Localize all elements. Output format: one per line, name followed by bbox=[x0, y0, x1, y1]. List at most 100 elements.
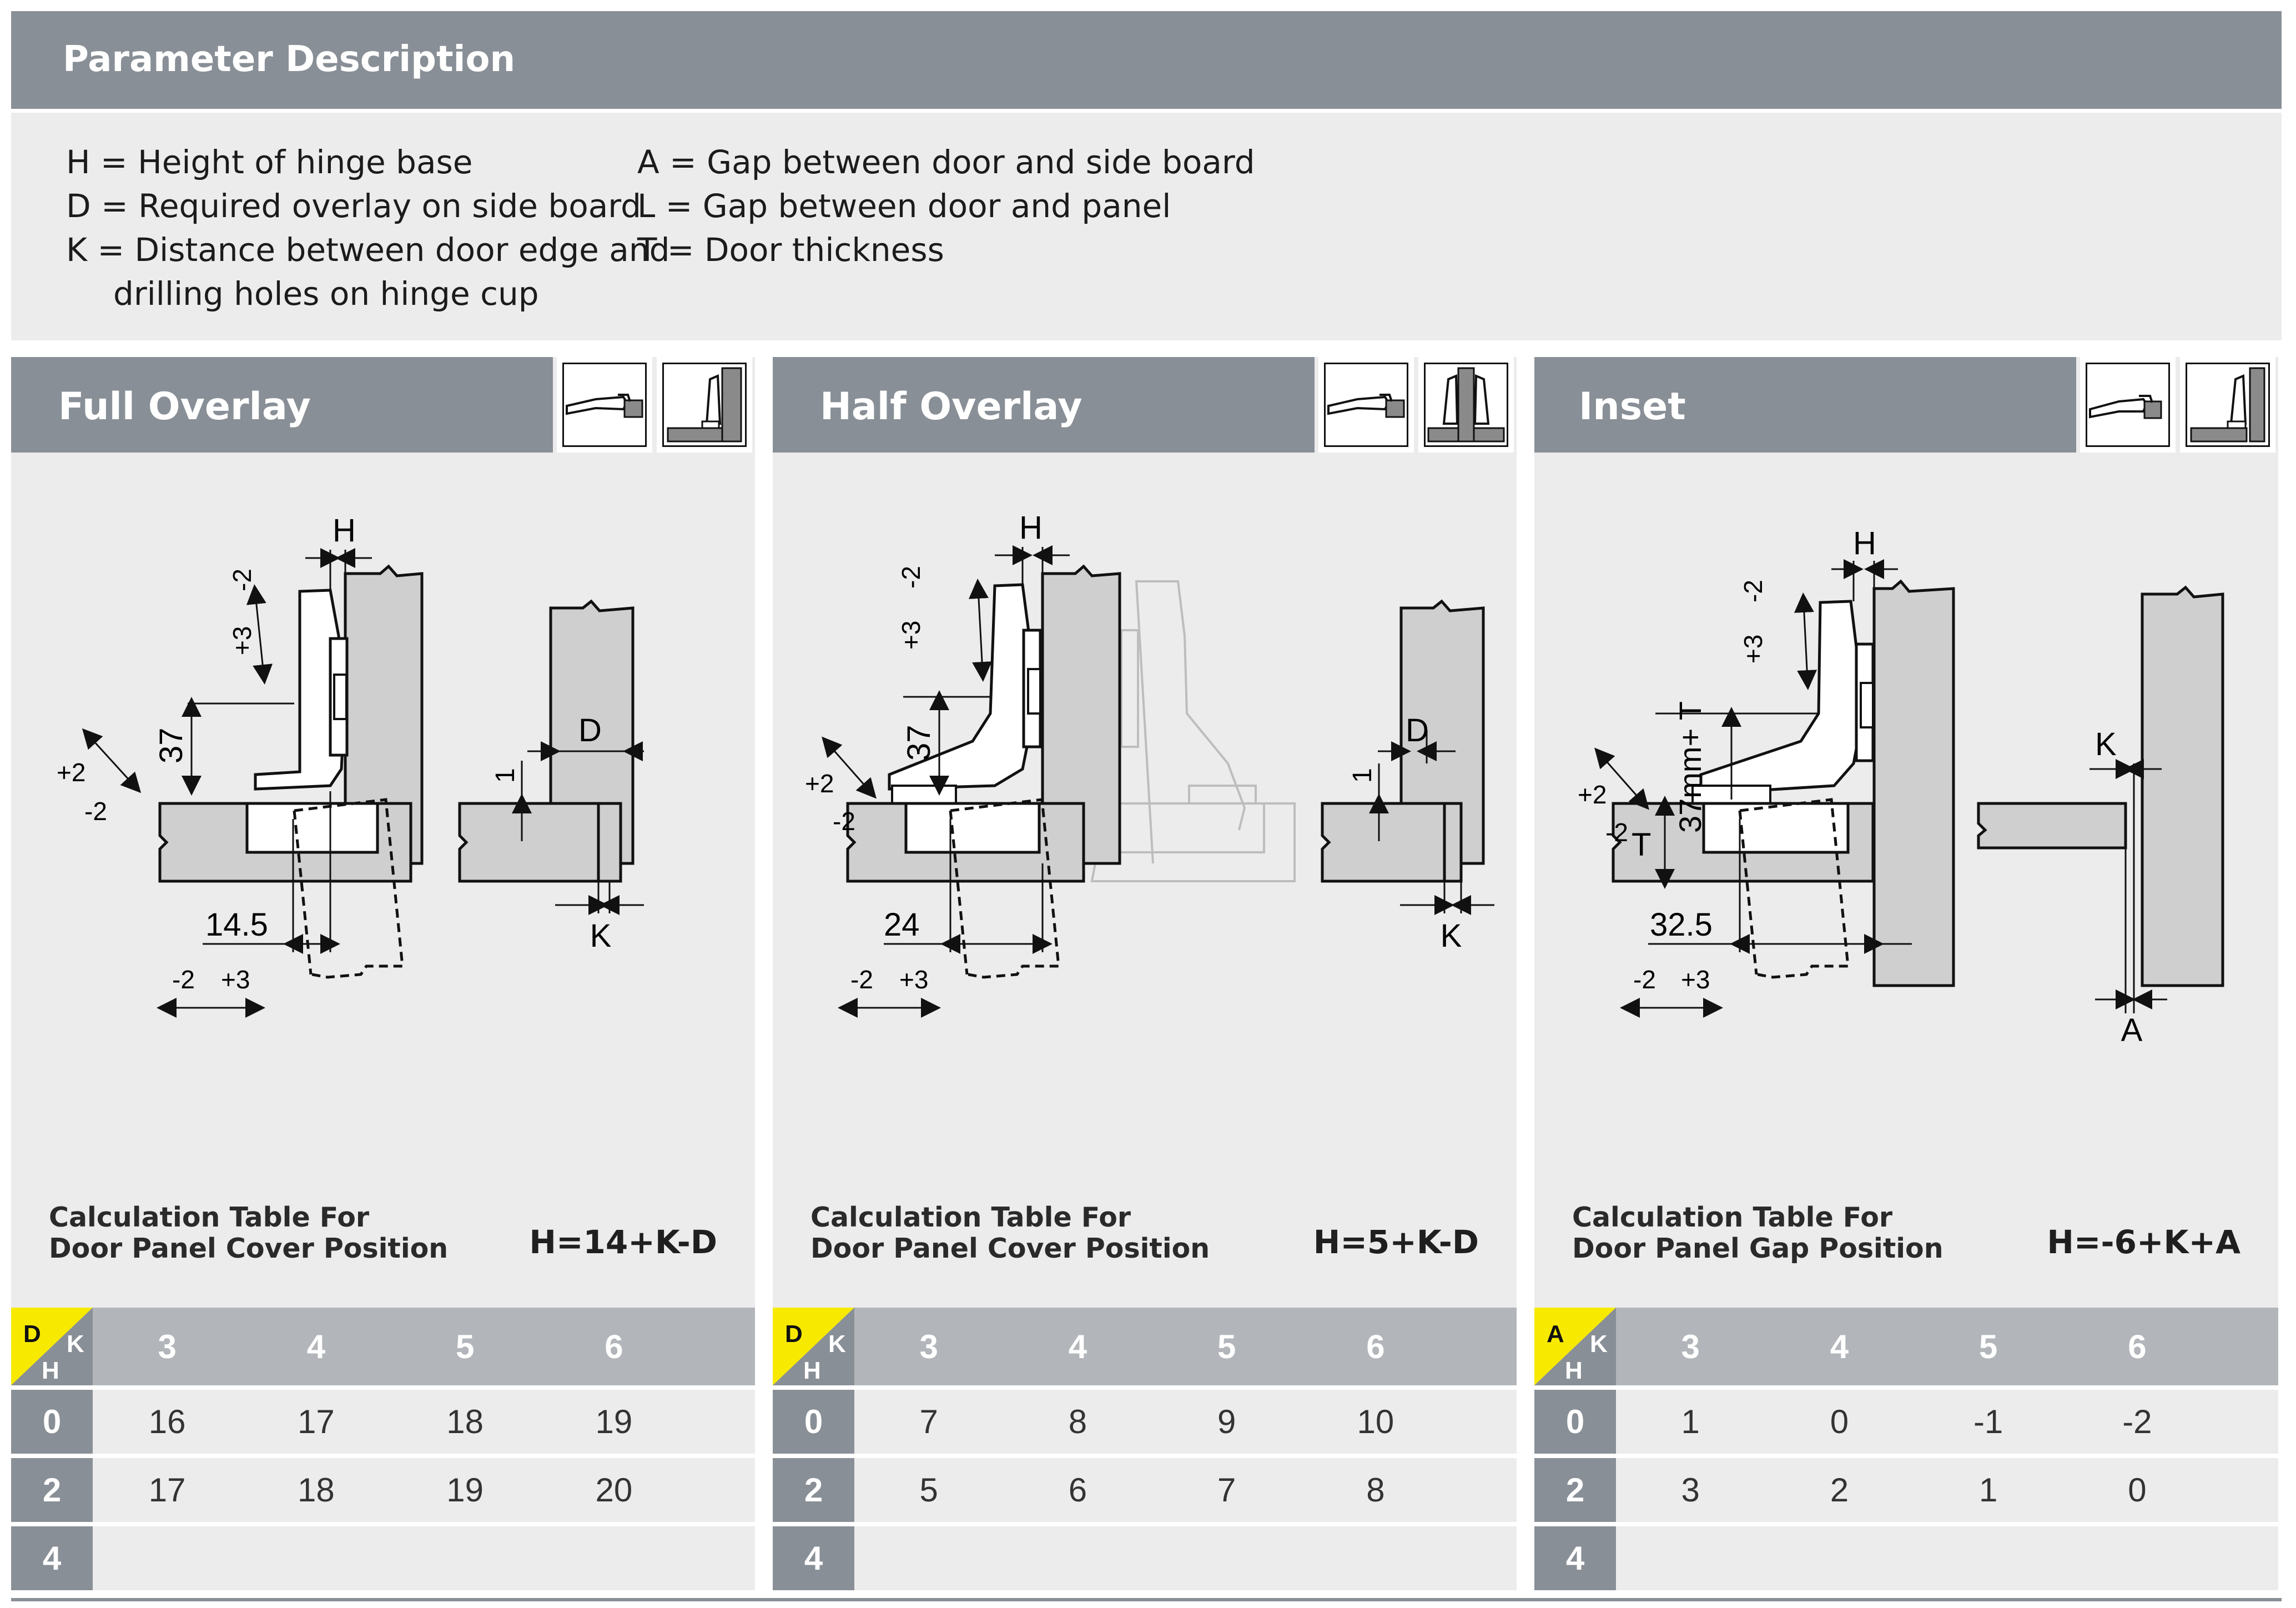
label-dim-plus3: +3 bbox=[899, 965, 928, 994]
formula: H=5+K-D bbox=[1313, 1223, 1479, 1261]
table-cell: 7 bbox=[1152, 1458, 1301, 1522]
calc-caption: Calculation Table For Door Panel Cover P… bbox=[810, 1202, 1210, 1264]
label-plus3: +3 bbox=[228, 626, 256, 655]
formula: H=14+K-D bbox=[529, 1223, 717, 1261]
label-h: H bbox=[333, 512, 356, 549]
panel-header: Full Overlay bbox=[11, 357, 553, 453]
label-dim-minus2: -2 bbox=[1633, 965, 1656, 994]
label-t: T bbox=[1632, 827, 1651, 863]
column-header: 5 bbox=[1914, 1308, 2063, 1385]
table-header-row: A K H 3 4 5 6 bbox=[1534, 1308, 2278, 1385]
row-header: 0 bbox=[773, 1390, 854, 1454]
hinge-side-icon bbox=[2086, 363, 2170, 447]
table-cell: 6 bbox=[1003, 1458, 1152, 1522]
corner-right-label: K bbox=[1590, 1330, 1608, 1358]
param-h: H = Height of hinge base bbox=[66, 143, 473, 181]
label-one: 1 bbox=[1348, 768, 1377, 783]
caption-line1: Calculation Table For bbox=[810, 1202, 1131, 1233]
label-k: K bbox=[590, 918, 612, 954]
panel-title: Full Overlay bbox=[58, 385, 311, 429]
column-header: 6 bbox=[2062, 1308, 2212, 1385]
table-cell bbox=[1301, 1526, 1450, 1590]
corner-top-label: D bbox=[23, 1320, 41, 1348]
inset-hinge-front-icon bbox=[2186, 363, 2270, 447]
inset-diagram: H +3 -2 37mm+ T T +2 -2 32.5 -2 +3 K bbox=[1578, 525, 2224, 1048]
label-minus2: -2 bbox=[84, 797, 107, 826]
hinge-front-icon bbox=[662, 363, 747, 447]
double-hinge-front-icon bbox=[1424, 363, 1508, 447]
table-cell: 7 bbox=[854, 1390, 1004, 1454]
calculation-table: A K H 3 4 5 6 0 1 0 -1 -2 2 3 2 bbox=[1534, 1308, 2278, 1590]
corner-top-label: D bbox=[785, 1320, 803, 1348]
row-header: 2 bbox=[1534, 1458, 1616, 1522]
column-header: 4 bbox=[1003, 1308, 1152, 1385]
table-cell: 1 bbox=[1914, 1458, 2063, 1522]
table-cell: 0 bbox=[1765, 1390, 1914, 1454]
table-cell: 18 bbox=[241, 1458, 391, 1522]
label-dim: 14.5 bbox=[205, 907, 268, 943]
label-plus3: +3 bbox=[1739, 635, 1768, 664]
half-overlay-diagram: H +3 -2 37 +2 -2 24 -2 +3 D 1 bbox=[805, 510, 1494, 1018]
table-cell bbox=[1914, 1526, 2063, 1590]
full-overlay-diagram: H +3 -2 37 +2 -2 14.5 -2 +3 D 1 bbox=[57, 512, 644, 1018]
column-header: 6 bbox=[1301, 1308, 1450, 1385]
hinge-side-view-thumbnail bbox=[557, 357, 652, 453]
table-row: 2 3 2 1 0 bbox=[1534, 1458, 2278, 1522]
hinge-side-view-thumbnail bbox=[1318, 357, 1414, 453]
calc-caption: Calculation Table For Door Panel Gap Pos… bbox=[1572, 1202, 1943, 1264]
label-plus2: +2 bbox=[57, 758, 85, 787]
label-d: D bbox=[578, 712, 602, 748]
row-header: 4 bbox=[1534, 1526, 1616, 1590]
label-k: K bbox=[1441, 918, 1462, 954]
table-cell: 9 bbox=[1152, 1390, 1301, 1454]
column-header: 5 bbox=[1152, 1308, 1301, 1385]
row-header: 0 bbox=[11, 1390, 93, 1454]
row-header: 4 bbox=[11, 1526, 93, 1590]
table-cell: 16 bbox=[93, 1390, 242, 1454]
table-cell: 8 bbox=[1003, 1390, 1152, 1454]
caption-line2: Door Panel Cover Position bbox=[49, 1233, 449, 1264]
parameter-list: H = Height of hinge base D = Required ov… bbox=[11, 113, 2282, 340]
hinge-arm-shape bbox=[254, 589, 346, 791]
caption-line1: Calculation Table For bbox=[49, 1202, 370, 1233]
label-dim-plus3: +3 bbox=[1681, 965, 1710, 994]
panel-half-overlay: Half Overlay bbox=[773, 357, 1517, 1590]
panel-header: Half Overlay bbox=[773, 357, 1315, 453]
row-header: 0 bbox=[1534, 1390, 1616, 1454]
corner-right-label: K bbox=[67, 1330, 84, 1358]
corner-top-label: A bbox=[1547, 1320, 1564, 1348]
table-cell bbox=[2062, 1526, 2212, 1590]
formula: H=-6+K+A bbox=[2047, 1223, 2240, 1261]
table-cell: 2 bbox=[1765, 1458, 1914, 1522]
table-cell: 10 bbox=[1301, 1390, 1450, 1454]
param-a: A = Gap between door and side board bbox=[637, 143, 1255, 181]
table-corner: D K H bbox=[773, 1308, 854, 1385]
table-cell: 19 bbox=[539, 1390, 688, 1454]
corner-right-label: K bbox=[828, 1330, 846, 1358]
table-row: 0 16 17 18 19 bbox=[11, 1390, 755, 1454]
column-header: 3 bbox=[1616, 1308, 1765, 1385]
table-cell: 20 bbox=[539, 1458, 688, 1522]
label-minus2-top: -2 bbox=[228, 569, 256, 591]
table-header-row: D K H 3 4 5 6 bbox=[773, 1308, 1517, 1385]
table-row: 2 17 18 19 20 bbox=[11, 1458, 755, 1522]
parameter-description-title: Parameter Description bbox=[63, 39, 515, 80]
table-cell: -1 bbox=[1914, 1390, 2063, 1454]
table-cell: 17 bbox=[241, 1390, 391, 1454]
calc-caption: Calculation Table For Door Panel Cover P… bbox=[49, 1202, 448, 1264]
table-cell bbox=[390, 1526, 540, 1590]
calculation-table: D K H 3 4 5 6 0 16 17 18 19 2 17 bbox=[11, 1308, 755, 1590]
table-header-row: D K H 3 4 5 6 bbox=[11, 1308, 755, 1385]
table-row: 0 1 0 -1 -2 bbox=[1534, 1390, 2278, 1454]
column-header: 3 bbox=[854, 1308, 1004, 1385]
table-cell bbox=[1152, 1526, 1301, 1590]
hinge-side-icon bbox=[562, 363, 647, 447]
table-cell bbox=[854, 1526, 1004, 1590]
column-header: 4 bbox=[241, 1308, 391, 1385]
panel-full-overlay: Full Overlay bbox=[11, 357, 755, 1590]
table-cell bbox=[1003, 1526, 1152, 1590]
panel-inset: Inset bbox=[1534, 357, 2278, 1590]
table-corner: A K H bbox=[1534, 1308, 1616, 1385]
label-37: 37mm+ T bbox=[1673, 701, 1708, 833]
param-k-cont: drilling holes on hinge cup bbox=[113, 275, 539, 313]
